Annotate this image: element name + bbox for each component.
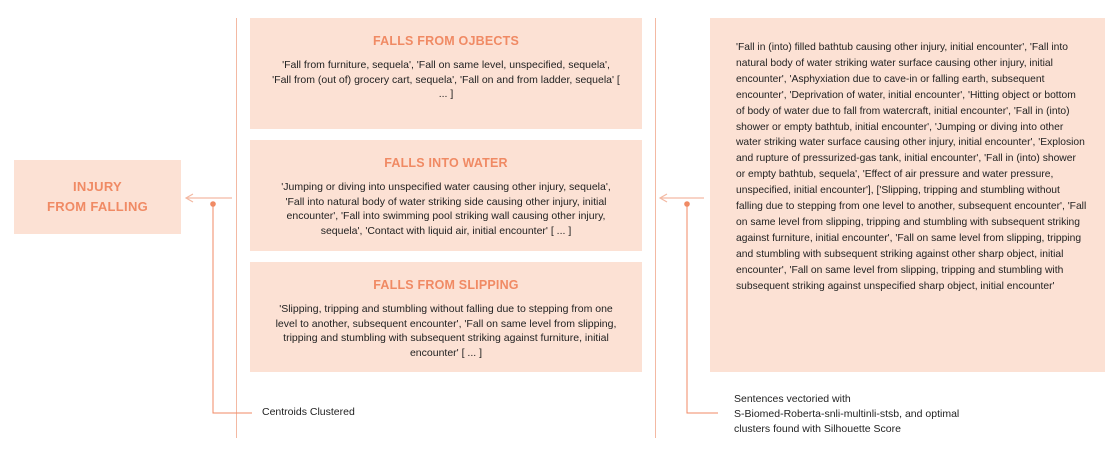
cluster-text: 'Slipping, tripping and stumbling withou… [275,303,617,359]
sentences-text: 'Fall in (into) filled bathtub causing o… [736,42,1087,292]
root-node-label: INJURY FROM FALLING [46,179,149,214]
divider-line-right [655,18,656,438]
cluster-text: 'Jumping or diving into unspecified wate… [281,181,611,237]
cluster-title: FALLS FROM SLIPPING [373,278,519,292]
divider-line-left [236,18,237,438]
leader-line-method [686,204,718,414]
cluster-text: 'Fall from furniture, sequela', 'Fall on… [272,59,620,100]
sentences-box: 'Fall in (into) filled bathtub causing o… [710,18,1105,372]
cluster-title: FALLS FROM OJBECTS [373,34,519,48]
root-node-injury-from-falling: INJURY FROM FALLING [14,160,181,234]
arrowhead-clusters [658,193,668,203]
leader-line-centroids [212,204,252,414]
cluster-box-falls-into-water: FALLS INTO WATER 'Jumping or diving into… [250,140,642,251]
caption-vectorization-method: Sentences vectoried with S-Biomed-Robert… [734,393,960,435]
cluster-title: FALLS INTO WATER [384,156,508,170]
arrowhead-root [184,193,194,203]
caption-centroids-clustered: Centroids Clustered [262,406,355,418]
cluster-box-falls-from-objects: FALLS FROM OJBECTS 'Fall from furniture,… [250,18,642,129]
cluster-box-falls-from-slipping: FALLS FROM SLIPPING 'Slipping, tripping … [250,262,642,372]
